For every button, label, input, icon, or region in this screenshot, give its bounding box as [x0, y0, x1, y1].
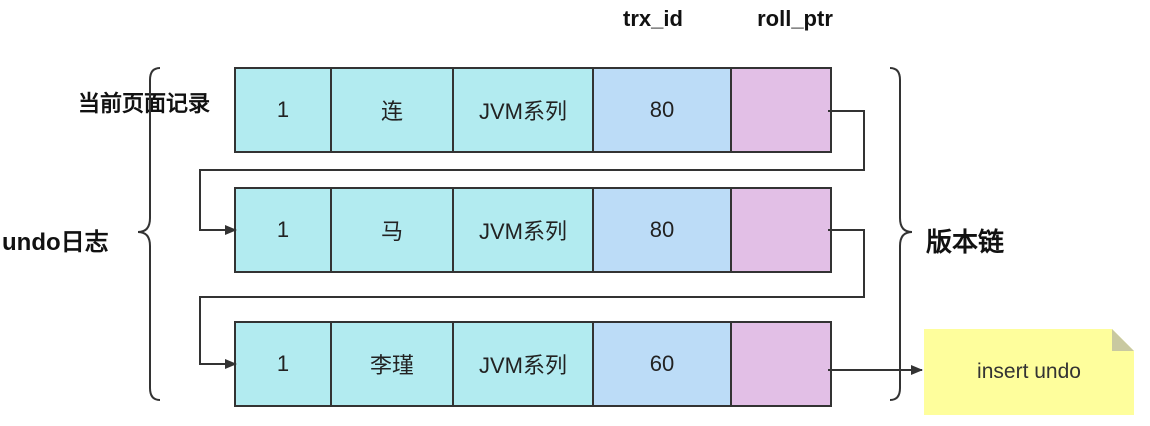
right-brace: [889, 67, 913, 401]
cell-content: JVM系列: [454, 189, 594, 271]
cell-trx-id: 80: [594, 189, 732, 271]
cell-content: JVM系列: [454, 323, 594, 405]
current-record-label: 当前页面记录: [78, 91, 211, 116]
cell-trx-id: 60: [594, 323, 732, 405]
cell-trx-id: 80: [594, 69, 732, 151]
record-row-undo-2: 1 李瑾 JVM系列 60: [234, 321, 832, 407]
cell-content: JVM系列: [454, 69, 594, 151]
cell-name: 连: [332, 69, 454, 151]
cell-id: 1: [236, 189, 332, 271]
insert-undo-text: insert undo: [977, 360, 1081, 383]
insert-undo-note: insert undo: [924, 329, 1134, 415]
cell-roll-ptr: [732, 323, 830, 405]
left-brace: [137, 67, 161, 401]
roll-ptr-header: roll_ptr: [757, 6, 833, 31]
note-shape: [924, 329, 1134, 415]
undo-log-label: undo日志: [2, 229, 109, 256]
cell-name: 李瑾: [332, 323, 454, 405]
cell-name: 马: [332, 189, 454, 271]
roll-ptr-link-2: [199, 229, 865, 369]
cell-roll-ptr: [732, 189, 830, 271]
record-row-current: 1 连 JVM系列 80: [234, 67, 832, 153]
version-chain-label: 版本链: [926, 227, 1005, 257]
roll-ptr-link-1: [199, 110, 865, 235]
cell-roll-ptr: [732, 69, 830, 151]
record-row-undo-1: 1 马 JVM系列 80: [234, 187, 832, 273]
cell-id: 1: [236, 323, 332, 405]
trx-id-header: trx_id: [623, 6, 683, 31]
cell-id: 1: [236, 69, 332, 151]
